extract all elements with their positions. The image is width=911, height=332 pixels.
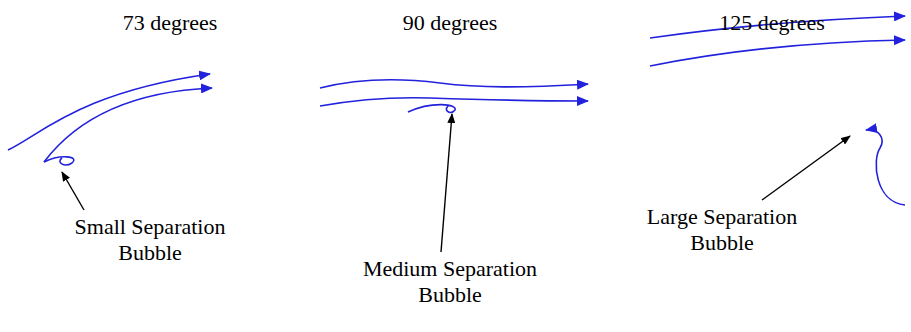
streamlines	[8, 16, 905, 205]
body-outline	[20, 0, 280, 332]
bubble-label: Small Separation Bubble	[50, 214, 250, 266]
angle-heading: 90 degrees	[403, 10, 498, 36]
cylinder-shape: 73 degreesSmall Separation Bubble	[20, 0, 280, 332]
cylinder-shape: 125 degreesLarge Separation Bubble	[636, 0, 898, 332]
angle-heading: 73 degrees	[123, 10, 218, 36]
bubble-label: Medium Separation Bubble	[343, 256, 558, 308]
angle-heading: 125 degrees	[719, 10, 825, 36]
cylinder-shape: 90 degreesMedium Separation Bubble	[320, 0, 580, 332]
body-outline	[636, 0, 898, 332]
bubble-label: Large Separation Bubble	[632, 204, 812, 256]
